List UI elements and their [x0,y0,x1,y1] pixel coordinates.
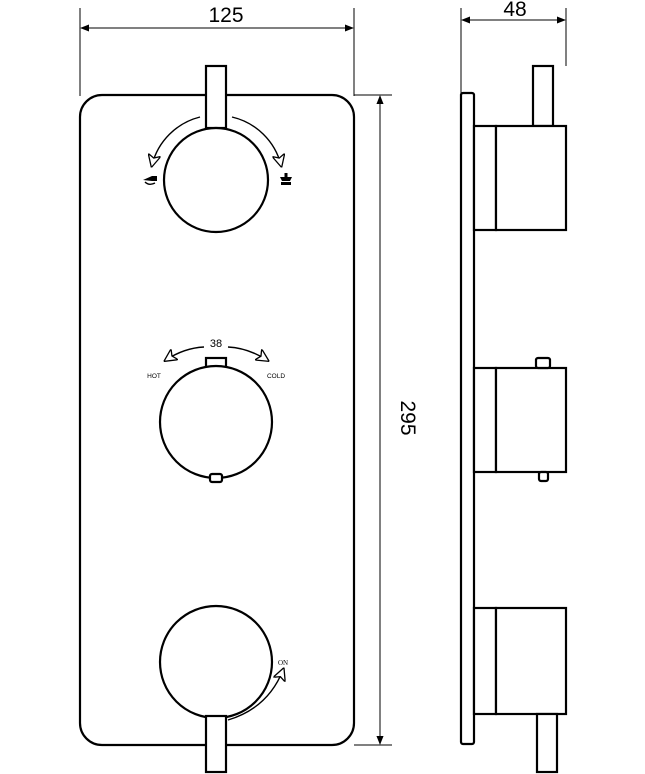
thermostat-bottom-tab [208,472,224,484]
diverter-arrow-left [152,116,201,165]
side-bottom-body [494,606,568,716]
side-plate [459,91,476,746]
cold-label: COLD [267,373,285,380]
temperature-label: 38 [210,338,222,350]
side-bottom-collar [472,606,498,716]
front-view: 38 HOT COLD ON 125 295 [78,4,419,774]
side-bottom-lever [535,712,559,774]
flow-lever [204,714,228,774]
flow-knob [158,604,274,720]
on-label: ON [278,659,288,667]
depth-dimension: 48 [503,0,526,21]
diverter-knob [162,126,270,234]
side-mid-body [494,366,568,474]
side-mid-stop-top [534,356,552,370]
side-top-body [494,124,568,232]
width-dimension: 125 [208,4,243,27]
side-top-collar [472,124,498,232]
shower-head-icon [280,173,292,185]
side-mid-collar [472,366,498,474]
temp-arrow-left [166,346,205,360]
side-view: 48 [459,0,568,774]
height-dimension: 295 [396,400,419,435]
temp-arrow-right [227,346,267,360]
hot-label: HOT [147,373,161,380]
flow-arrow [227,670,283,721]
side-mid-stop-bottom [537,470,550,483]
hand-shower-icon [143,176,157,185]
diverter-lever [204,64,228,130]
side-top-lever [531,64,555,128]
diverter-arrow-right [231,116,281,165]
thermostat-knob [158,364,274,480]
